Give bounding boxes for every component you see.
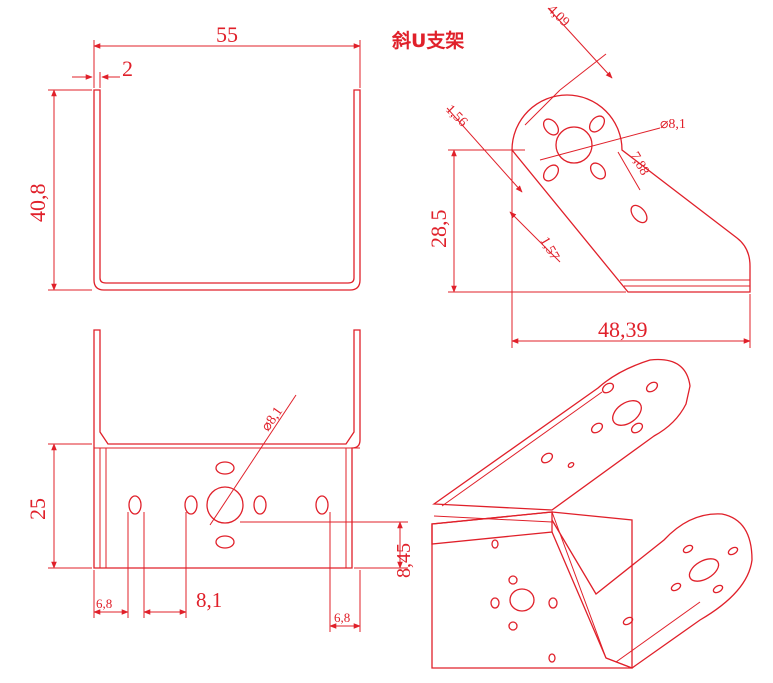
front-thickness-dim: 2 xyxy=(122,56,133,81)
side-width-dim: 48,39 xyxy=(598,317,648,342)
isometric-view xyxy=(431,358,753,669)
side-hole-dim: ⌀8,1 xyxy=(660,117,686,132)
side-d4-dim: 1,57 xyxy=(537,235,562,264)
front-view: 55 2 40,8 xyxy=(25,22,361,291)
bottom-right-dim: 6,8 xyxy=(334,610,350,625)
bottom-hole-dim: ⌀8,1 xyxy=(259,404,286,434)
bottom-d1-dim: 8,45 xyxy=(393,543,415,578)
side-d1-dim: 4,09 xyxy=(544,2,572,30)
bottom-height-dim: 25 xyxy=(25,498,50,520)
bottom-view: ⌀8,1 25 8,45 6,8 8,1 6,8 xyxy=(25,329,415,632)
bottom-center-dim: 8,1 xyxy=(196,588,222,612)
bottom-left-dim: 6,8 xyxy=(96,596,112,611)
side-height-dim: 28,5 xyxy=(426,210,451,249)
front-height-dim: 40,8 xyxy=(25,184,50,223)
side-view: 4,09 1,56 ⌀8,1 7,88 1,57 28,5 48,39 xyxy=(426,2,751,348)
drawing-title: 斜U支架 xyxy=(391,29,464,52)
front-width-dim: 55 xyxy=(216,22,238,47)
side-d2-dim: 1,56 xyxy=(442,102,470,130)
